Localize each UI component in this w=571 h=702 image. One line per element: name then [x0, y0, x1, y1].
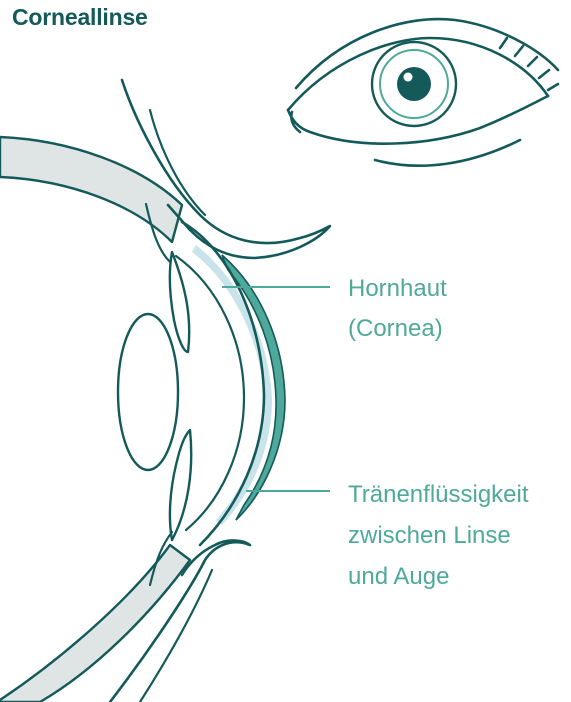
pupil-icon	[397, 67, 431, 101]
lens	[118, 314, 178, 470]
sclera-lower	[0, 545, 190, 702]
tear-fluid-label-line-3: und Auge	[348, 563, 449, 590]
cornea-label-line-1: Hornhaut	[348, 275, 447, 302]
pupil-highlight-icon	[404, 73, 413, 82]
tear-fluid-label-line-1: Tränenflüssigkeit	[348, 481, 529, 508]
tear-fluid-label-line-2: zwischen Linse	[348, 522, 511, 549]
iris-lower	[170, 430, 191, 540]
cornea-label-line-2: (Cornea)	[348, 315, 443, 342]
iris-upper	[170, 252, 189, 352]
